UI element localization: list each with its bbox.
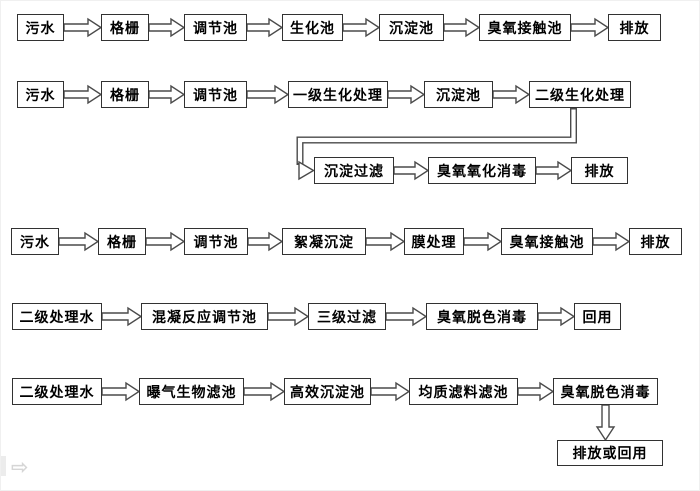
flow-arrow	[267, 306, 310, 327]
flow-arrow	[342, 17, 381, 38]
flow-arrow	[101, 381, 141, 402]
flow-arrow	[443, 17, 481, 38]
node-r4-secondary-effluent: 二级处理水	[12, 303, 102, 330]
flow-arrow	[535, 160, 573, 181]
down-arrow	[595, 404, 616, 442]
node-r4-reuse: 回用	[574, 303, 621, 330]
flow-arrow	[247, 231, 284, 252]
node-r2-sewage: 污水	[17, 81, 64, 108]
node-r5-ozone-decolor-disinfection: 臭氧脱色消毒	[553, 378, 658, 405]
node-r5-homogeneous-media-filter: 均质滤料滤池	[409, 378, 518, 405]
flow-arrow	[492, 84, 531, 105]
branch-arrowhead	[298, 160, 315, 181]
flow-arrow	[517, 381, 555, 402]
flow-arrow	[63, 84, 103, 105]
flow-arrow	[63, 17, 103, 38]
watermark-arrow-icon: ⇨	[11, 455, 29, 479]
node-r1-discharge: 排放	[608, 14, 661, 41]
node-r4-coagulation-reaction-tank: 混凝反应调节池	[141, 303, 268, 330]
flow-arrow	[58, 231, 100, 252]
flow-arrow	[385, 306, 428, 327]
node-r2-secondary-bio-treatment: 二级生化处理	[529, 81, 631, 108]
flow-arrow	[145, 231, 186, 252]
flow-arrow	[243, 381, 286, 402]
branch-connector-inner	[297, 109, 576, 163]
flow-arrow	[570, 17, 610, 38]
node-discharge-or-reuse: 排放或回用	[557, 440, 663, 466]
flow-arrow	[393, 160, 430, 181]
node-r3-membrane-treatment: 膜处理	[404, 228, 464, 255]
node-r1-biochemical-tank: 生化池	[282, 14, 343, 41]
node-r3-discharge: 排放	[629, 228, 682, 255]
node-r3-flocculation-sedimentation: 絮凝沉淀	[282, 228, 366, 255]
node-r5-biological-aerated-filter: 曝气生物滤池	[139, 378, 244, 405]
node-r5-secondary-effluent: 二级处理水	[12, 378, 102, 405]
node-r2-sedimentation-tank: 沉淀池	[424, 81, 493, 108]
node-r1-sewage: 污水	[17, 14, 64, 41]
node-r1-regulating-tank: 调节池	[184, 14, 247, 41]
flow-arrow	[148, 84, 186, 105]
watermark-fragment	[1, 456, 6, 476]
flow-arrow	[365, 231, 406, 252]
flow-arrow	[370, 381, 411, 402]
node-r4-tertiary-filtration: 三级过滤	[308, 303, 386, 330]
flow-arrow	[592, 231, 631, 252]
node-r3-bar-screen: 格栅	[98, 228, 146, 255]
node-r1-sedimentation-tank: 沉淀池	[379, 14, 444, 41]
flow-arrow	[246, 17, 284, 38]
node-r3-sewage: 污水	[11, 228, 59, 255]
flow-arrow	[463, 231, 503, 252]
flow-arrow	[537, 306, 576, 327]
node-r2-regulating-tank: 调节池	[184, 81, 247, 108]
flow-arrow	[246, 84, 290, 105]
node-r2b-sedimentation-filtration: 沉淀过滤	[314, 157, 394, 184]
node-r2-primary-bio-treatment: 一级生化处理	[288, 81, 388, 108]
node-r3-ozone-contact-tank: 臭氧接触池	[501, 228, 593, 255]
node-r1-bar-screen: 格栅	[101, 14, 149, 41]
node-r4-ozone-decolor-disinfection: 臭氧脱色消毒	[426, 303, 538, 330]
flow-arrow	[101, 306, 143, 327]
node-r1-ozone-contact-tank: 臭氧接触池	[479, 14, 571, 41]
node-r2b-ozone-oxidation-disinfection: 臭氧氧化消毒	[428, 157, 536, 184]
node-r3-regulating-tank: 调节池	[184, 228, 248, 255]
flow-arrow	[148, 17, 186, 38]
node-r5-high-efficiency-sedimentation: 高效沉淀池	[284, 378, 371, 405]
node-r2-bar-screen: 格栅	[101, 81, 149, 108]
flow-arrow	[387, 84, 426, 105]
node-r2b-discharge: 排放	[571, 157, 628, 184]
